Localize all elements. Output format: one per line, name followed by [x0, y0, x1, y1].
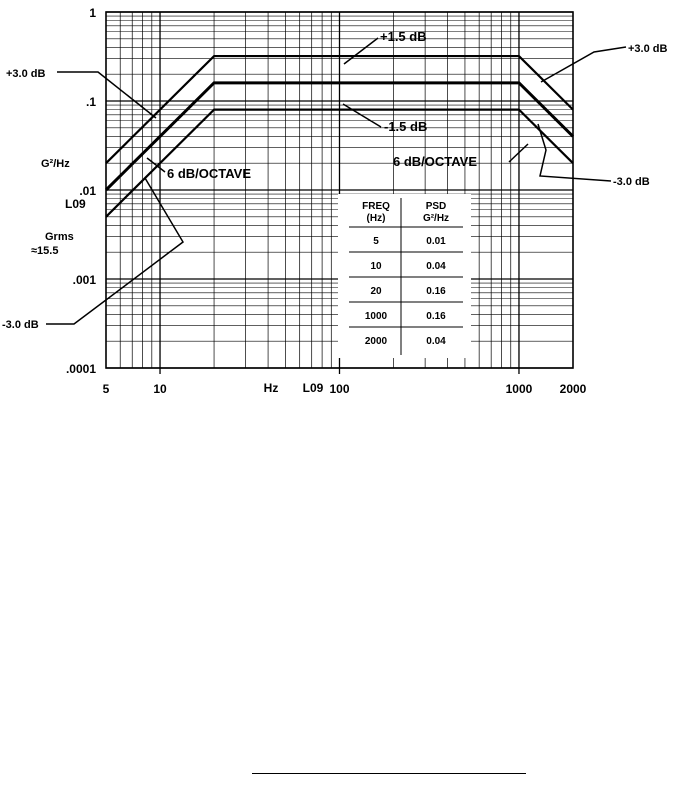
leader-lines: [46, 37, 627, 325]
y-tick-label: .001: [73, 273, 97, 287]
psd-table: FREQ (Hz) PSD G²/Hz 5 0.01 10 0.04 20 0.…: [338, 194, 471, 358]
leader-plus3-right: [540, 46, 627, 83]
annotation-minus3-right: -3.0 dB: [613, 176, 650, 188]
table-cell-psd: 0.04: [426, 336, 446, 347]
x-axis-label: Hz: [264, 381, 279, 395]
y-tick-label: .0001: [66, 362, 96, 376]
y-tick-label: 1: [89, 6, 96, 20]
y-tick-label: .01: [79, 184, 96, 198]
leader-minus3-left: [46, 177, 184, 325]
table-header-freq-unit: (Hz): [367, 213, 386, 224]
table-cell-freq: 5: [373, 236, 379, 247]
leader-plus1-5: [343, 37, 379, 65]
x-log-label: L09: [303, 381, 324, 395]
leader-minus3-right: [537, 123, 612, 182]
x-tick-label: 10: [153, 382, 167, 396]
table-cell-freq: 20: [370, 286, 382, 297]
x-tick-label: 1000: [506, 382, 533, 396]
grid: [105, 11, 574, 374]
grms-label: Grms: [45, 231, 74, 243]
table-header-psd: PSD: [426, 201, 447, 212]
tick-labels: 1 .1 .01 .001 .0001 5 10 100 1000 2000: [66, 6, 587, 396]
series-line: [105, 108, 574, 218]
leader-plus3-left: [57, 71, 157, 119]
annotation-minus1-5: -1.5 dB: [384, 119, 427, 134]
x-tick-label: 5: [103, 382, 110, 396]
annotation-octave-left: 6 dB/OCTAVE: [167, 166, 251, 181]
series-lines: [104, 54, 575, 218]
table-cell-psd: 0.16: [426, 311, 446, 322]
annotation-octave-right: 6 dB/OCTAVE: [393, 154, 477, 169]
footer-rule: [252, 773, 526, 774]
annotation-minus3-left: -3.0 dB: [2, 319, 39, 331]
table-cell-freq: 10: [370, 261, 382, 272]
table-cell-psd: 0.01: [426, 236, 446, 247]
y-tick-label: .1: [86, 95, 96, 109]
y-axis-label: G²/Hz: [41, 158, 70, 170]
annotation-plus3-right: +3.0 dB: [628, 43, 667, 55]
table-cell-freq: 2000: [365, 336, 388, 347]
table-header-psd-unit: G²/Hz: [423, 213, 449, 224]
annotation-plus1-5: +1.5 dB: [380, 29, 427, 44]
table-bg: [338, 194, 471, 358]
table-header-freq: FREQ: [362, 201, 390, 212]
series-line: [105, 54, 574, 164]
annotation-plus3-left: +3.0 dB: [6, 68, 45, 80]
x-tick-label: 2000: [560, 382, 587, 396]
leader-minus1-5: [342, 103, 382, 128]
leader-octave-left: [146, 157, 166, 173]
leader-octave-right: [508, 143, 529, 163]
y-log-label: L09: [65, 197, 86, 211]
x-tick-label: 100: [329, 382, 349, 396]
series-line: [104, 81, 575, 192]
grms-value: ≈15.5: [31, 245, 58, 257]
table-cell-psd: 0.04: [426, 261, 446, 272]
table-cell-freq: 1000: [365, 311, 388, 322]
table-cell-psd: 0.16: [426, 286, 446, 297]
